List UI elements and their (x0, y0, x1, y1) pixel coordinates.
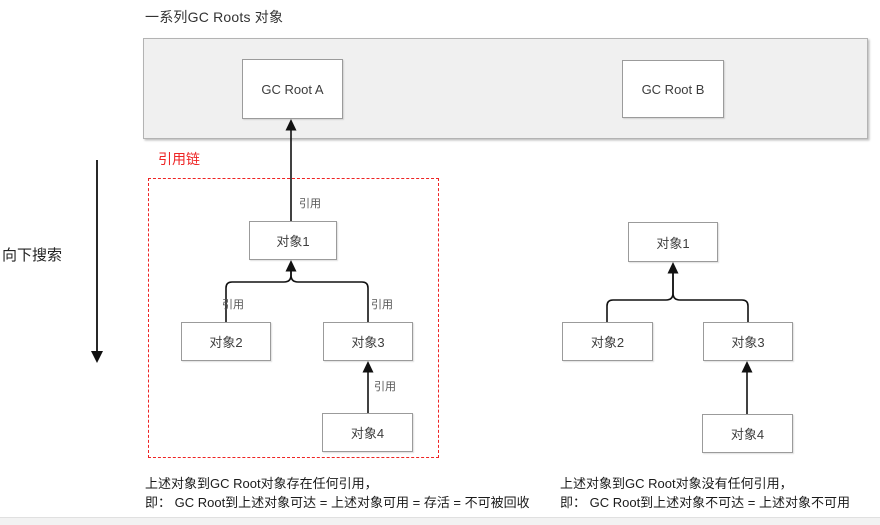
node-right-object2-label: 对象2 (590, 335, 625, 350)
caption-unreachable-line1: 上述对象到GC Root对象没有任何引用， (560, 476, 793, 491)
reference-chain-label: 引用链 (158, 151, 200, 167)
edge-r-obj2-to-obj1 (606, 272, 674, 322)
caption-reachable: 上述对象到GC Root对象存在任何引用， 即： GC Root到上述对象可达 … (145, 474, 530, 512)
node-gc-root-a: GC Root A (242, 59, 343, 119)
diagram-title: 一系列GC Roots 对象 (145, 9, 284, 25)
node-left-object1-label: 对象1 (276, 234, 310, 249)
search-direction-label: 向下搜索 (2, 247, 63, 264)
node-left-object4-label: 对象4 (350, 426, 385, 441)
node-right-object4-label: 对象4 (730, 427, 765, 442)
node-right-object3-label: 对象3 (731, 335, 765, 350)
caption-unreachable: 上述对象到GC Root对象没有任何引用， 即： GC Root到上述对象不可达… (560, 474, 850, 512)
node-right-object1: 对象1 (628, 222, 718, 262)
node-left-object2-label: 对象2 (209, 335, 243, 350)
edge-label-reference-4: 引用 (374, 381, 396, 393)
node-left-object2: 对象2 (181, 322, 271, 361)
page-bottom-edge (0, 517, 880, 525)
node-right-object2: 对象2 (562, 322, 653, 361)
caption-unreachable-line2: 即： GC Root到上述对象不可达 = 上述对象不可用 (560, 495, 850, 510)
node-left-object4: 对象4 (322, 413, 413, 452)
node-left-object3-label: 对象3 (351, 335, 385, 350)
node-gc-root-b: GC Root B (622, 60, 724, 118)
node-gc-root-b-label: GC Root B (641, 81, 705, 97)
reference-chain-boundary (148, 178, 439, 458)
arrowhead-r-obj1 (667, 262, 679, 274)
node-right-object3: 对象3 (703, 322, 793, 361)
node-gc-root-a-label: GC Root A (261, 81, 324, 97)
search-down-arrowhead (91, 351, 103, 363)
node-right-object4: 对象4 (702, 414, 793, 453)
edge-label-reference-1: 引用 (299, 198, 321, 210)
caption-reachable-line2: 即： GC Root到上述对象可达 = 上述对象可用 = 存活 = 不可被回收 (145, 495, 530, 510)
node-left-object3: 对象3 (323, 322, 413, 361)
caption-reachable-line1: 上述对象到GC Root对象存在任何引用， (145, 476, 378, 491)
edge-label-reference-2: 引用 (222, 299, 244, 311)
edge-r-obj3-to-obj1 (672, 272, 749, 322)
node-left-object1: 对象1 (249, 221, 337, 260)
edge-label-reference-3: 引用 (371, 299, 393, 311)
node-right-object1-label: 对象1 (656, 235, 690, 251)
arrowhead-r-obj3 (741, 361, 753, 373)
